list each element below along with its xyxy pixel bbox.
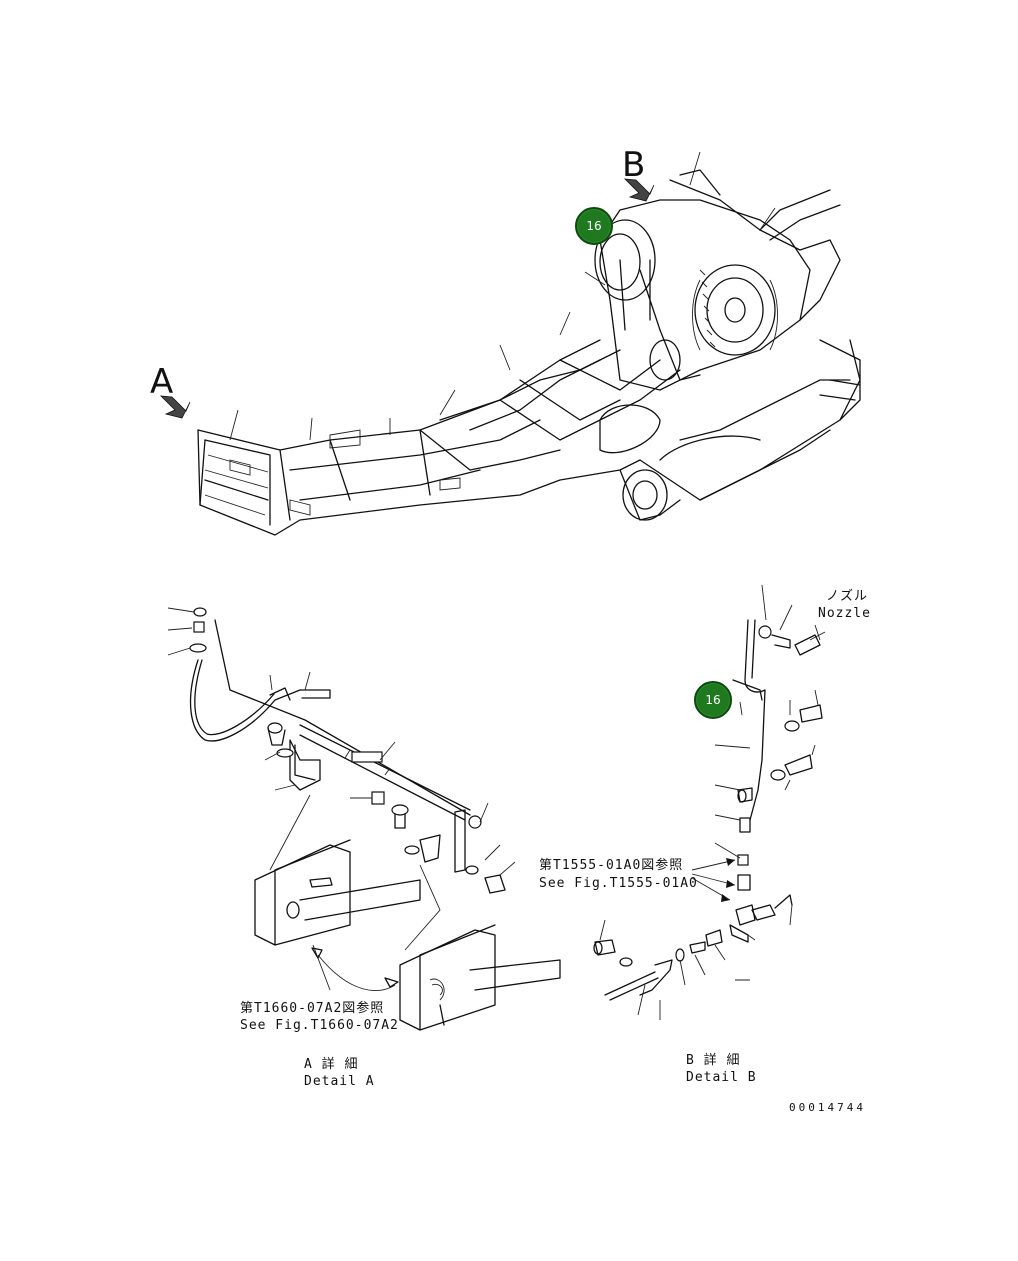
ref-t1555-ja: 第T1555-01A0図参照 — [539, 858, 684, 873]
detail-a-drawing — [167, 607, 561, 1031]
ref-t1660-en: See Fig.T1660-07A2 — [240, 1018, 399, 1033]
view-b-marker: B — [622, 145, 646, 185]
ref-t1660-ja: 第T1660-07A2図参照 — [240, 1001, 385, 1016]
nozzle-label-en: Nozzle — [818, 606, 871, 621]
detail-b-drawing — [593, 584, 826, 1020]
callout-16-main[interactable]: 16 — [575, 207, 613, 245]
view-a-marker: A — [150, 362, 174, 402]
detail-b-title-ja: B 詳 細 — [686, 1053, 741, 1068]
drawing-number: 00014744 — [789, 1101, 866, 1114]
detail-b-title-en: Detail B — [686, 1070, 757, 1085]
detail-a-title-en: Detail A — [304, 1074, 375, 1089]
detail-a-title-ja: A 詳 細 — [304, 1057, 359, 1072]
nozzle-label-ja: ノズル — [826, 589, 869, 604]
callout-16-detail-b[interactable]: 16 — [694, 681, 732, 719]
ref-t1555-en: See Fig.T1555-01A0 — [539, 876, 698, 891]
machine-frame-drawing — [159, 151, 861, 536]
